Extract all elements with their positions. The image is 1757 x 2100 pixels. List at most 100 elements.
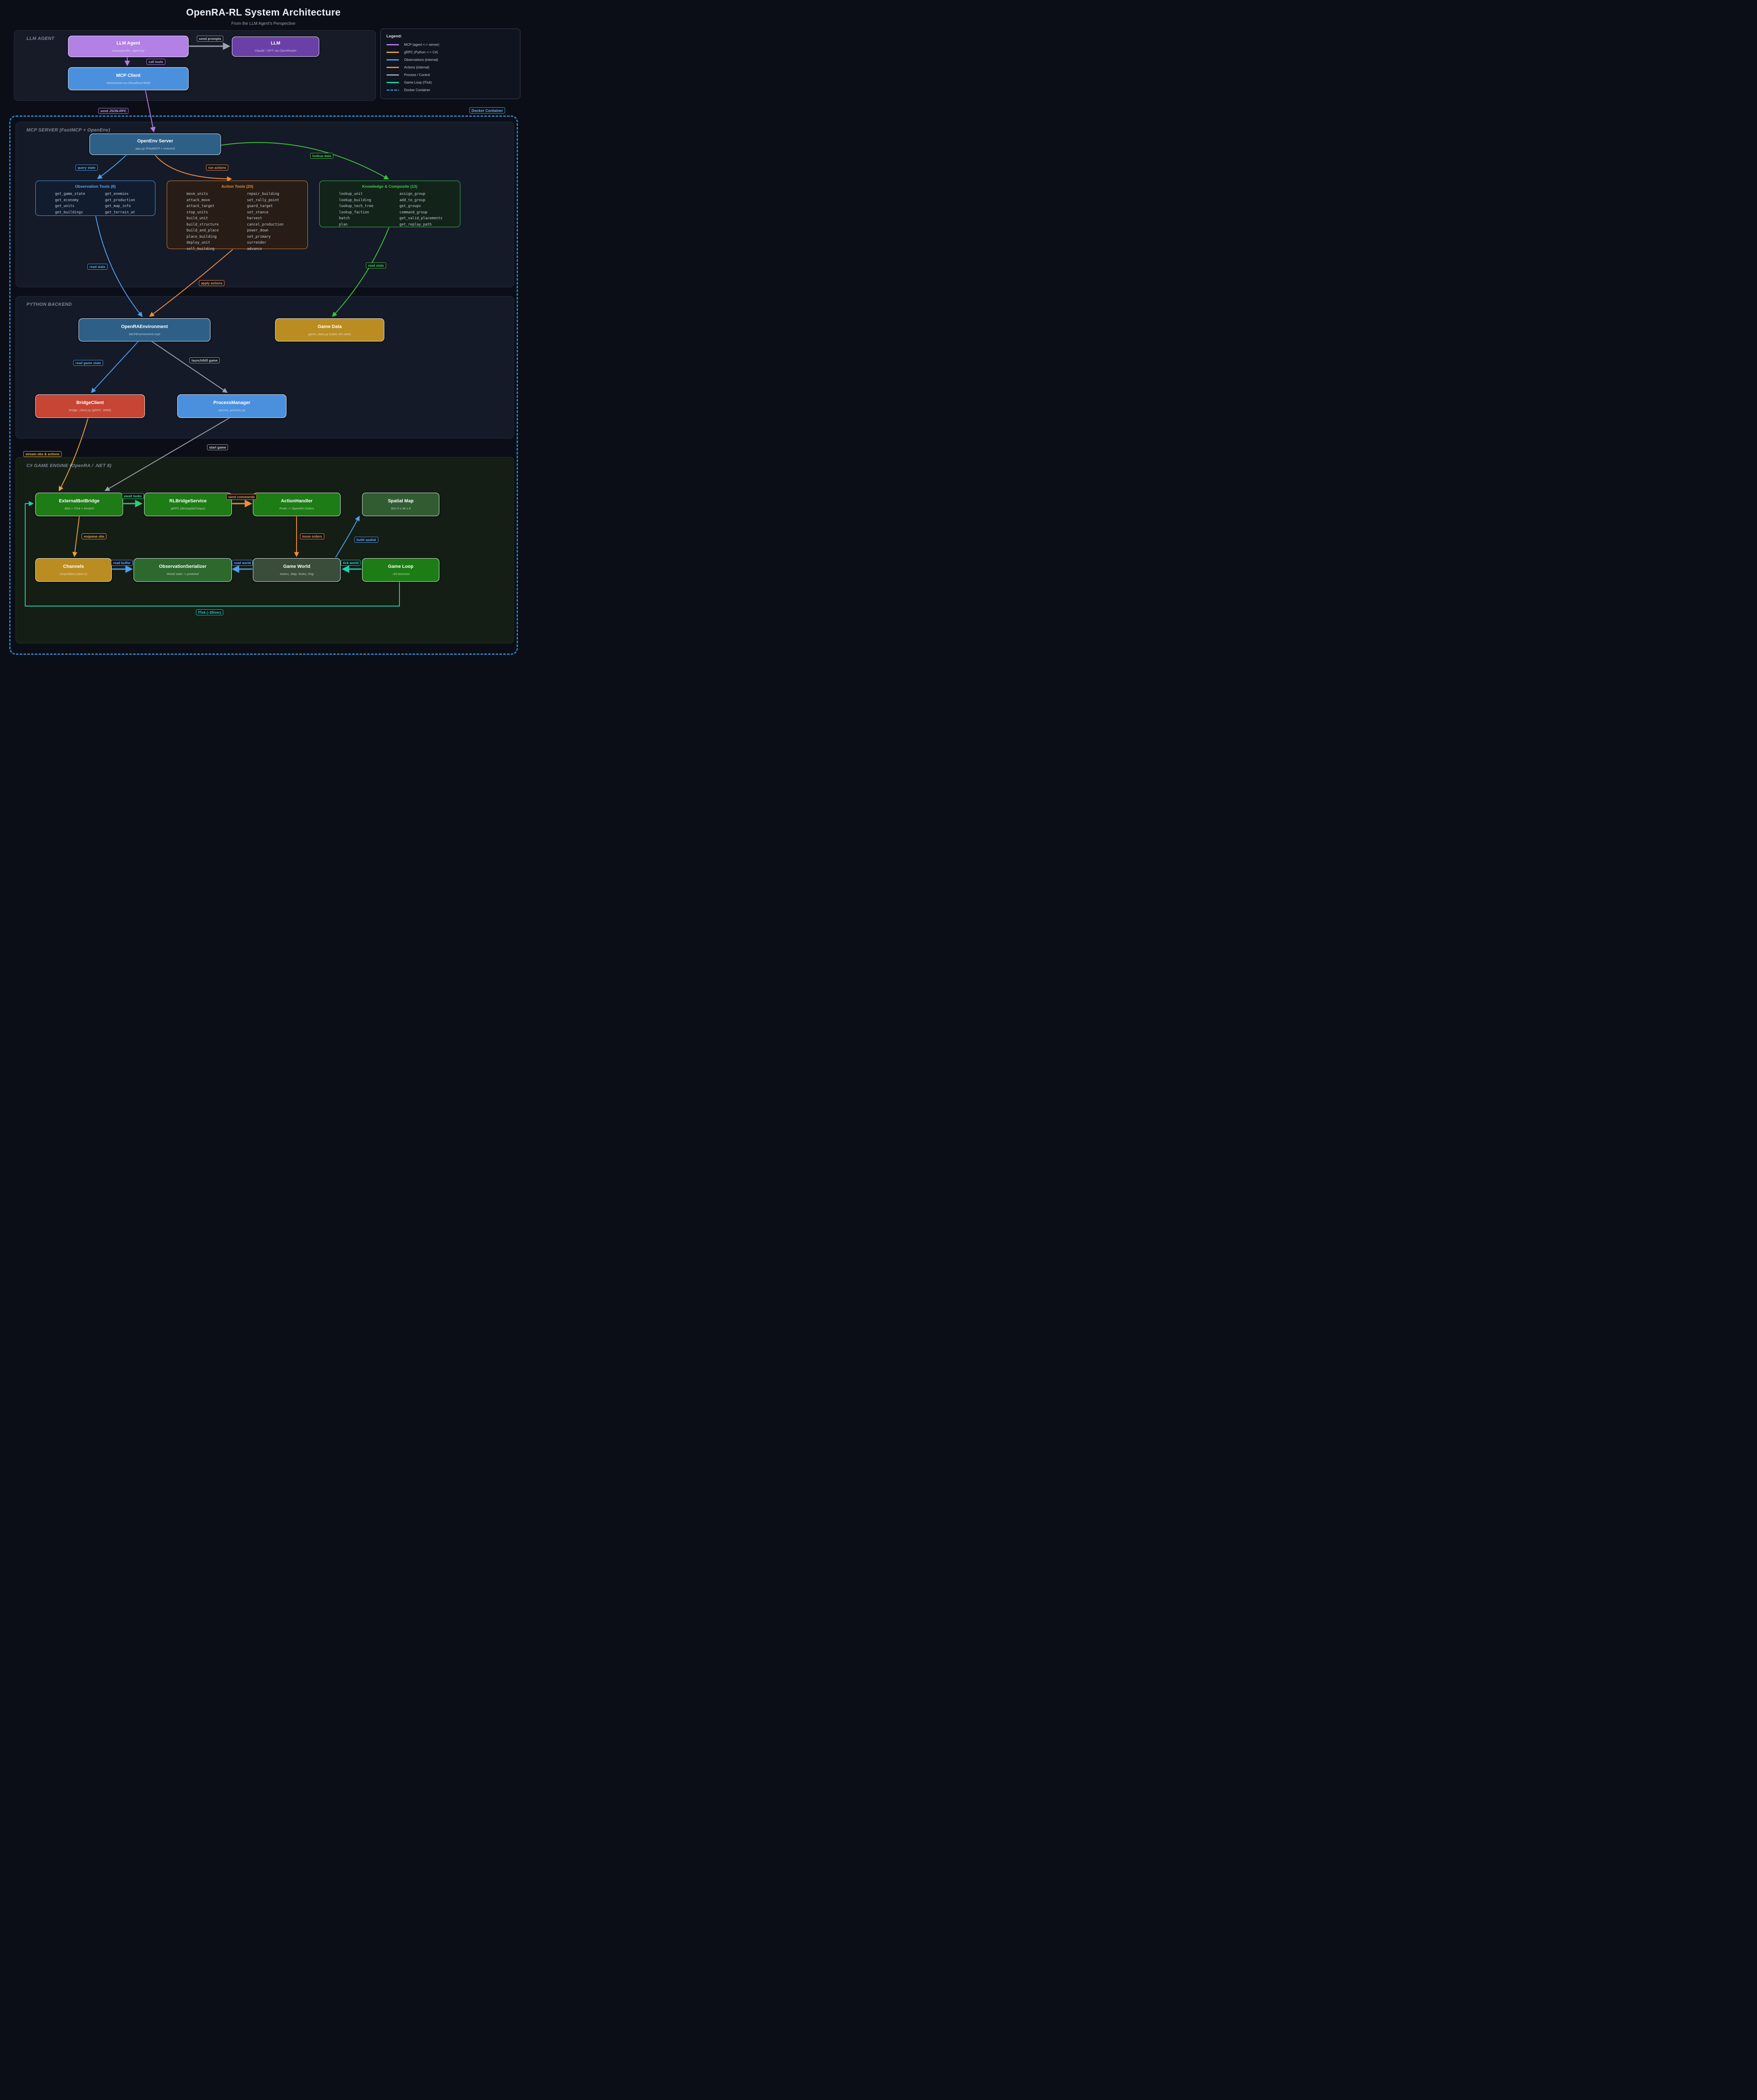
section-label-mcp-server: MCP SERVER (FastMCP + OpenEnv) — [26, 128, 110, 133]
edge-label-await-tasks: await tasks — [121, 493, 144, 499]
edge-label-query-state: query state — [75, 165, 98, 171]
tool-item: get_economy — [55, 198, 79, 202]
edge-label-build-spatial: build spatial — [354, 537, 378, 543]
node-subtitle: IBot + ITick + Kestrel — [64, 507, 94, 510]
legend-item: Process / Control — [386, 73, 520, 77]
tool-item: build_and_place — [186, 228, 219, 233]
node-subtitle: Actors, Map, Rules, Fog — [280, 572, 314, 576]
node-subtitle: app.py (FastMCP + Uvicorn) — [135, 146, 175, 150]
edge-label-apply-actions: apply actions — [199, 280, 225, 286]
legend-item-label: Observations (internal) — [404, 58, 438, 62]
toolbox-title: Observation Tools (8) — [75, 184, 116, 189]
node-observation-serializer: ObservationSerializer World state -> pro… — [134, 558, 232, 582]
edge-label-lookup-data: lookup data — [310, 153, 334, 159]
node-title: OpenRAEnvironment — [121, 324, 168, 329]
tool-item: plan — [339, 222, 348, 227]
tool-item: get_production — [105, 198, 135, 202]
legend-item-label: Docker Container — [404, 88, 431, 92]
node-spatial-map: Spatial Map 9ch H x W x 9 — [362, 493, 439, 516]
legend-swatch — [386, 81, 399, 84]
tool-column: repair_building set_rally_point guard_targ… — [247, 192, 307, 251]
node-openenv-server: OpenEnv Server app.py (FastMCP + Uvicorn… — [89, 134, 221, 155]
node-subtitle: 9ch H x W x 9 — [391, 507, 411, 510]
legend-item-label: gRPC (Python <-> C#) — [404, 50, 438, 54]
node-title: ActionHandler — [281, 499, 313, 504]
legend-item: gRPC (Python <-> C#) — [386, 50, 520, 54]
legend-swatch — [386, 89, 399, 91]
edge-label-call-tools: call tools — [146, 59, 165, 65]
node-subtitle: MCPEnvironment impl — [129, 332, 160, 336]
edge-label-start-game: start game — [207, 444, 228, 450]
tool-item: place_building — [186, 234, 217, 239]
toolbox-title: Knowledge & Composite (13) — [362, 184, 418, 189]
legend-item-label: Actions (internal) — [404, 66, 430, 69]
node-title: LLM Agent — [116, 40, 140, 46]
node-title: LLM — [271, 41, 281, 46]
tool-item: get_map_info — [105, 204, 131, 208]
page-subtitle: From the LLM Agent's Perspective — [231, 21, 296, 26]
node-llm: LLM Claude / GPT via OpenRouter — [232, 37, 319, 57]
tool-item: guard_target — [247, 204, 273, 208]
edge-label-enqueue-obs: enqueue obs — [81, 533, 107, 539]
tool-item: deploy_unit — [186, 241, 210, 245]
docker-container-label: Docker Container — [469, 107, 505, 114]
legend-swatch — [386, 59, 399, 61]
tool-item: advance — [247, 247, 262, 251]
tool-item: add_to_group — [399, 198, 425, 202]
tool-item: get_valid_placements — [399, 216, 443, 220]
node-external-bot-bridge: ExternalBotBridge IBot + ITick + Kestrel — [35, 493, 123, 516]
node-subtitle: DropOldest (obs=1) — [60, 572, 87, 576]
node-title: Game Loop — [388, 564, 414, 569]
edge-label-read-world: read world — [231, 560, 253, 566]
node-llm-agent: LLM Agent examples/llm_agent.py — [68, 36, 189, 57]
node-openra-environment: OpenRAEnvironment MCPEnvironment impl — [79, 318, 210, 341]
edge-label-send-json-rpc: send JSON-RPC — [98, 108, 129, 114]
tool-item: lookup_faction — [339, 210, 369, 215]
section-label-python-backend: PYTHON BACKEND — [26, 302, 72, 307]
edge-label-read-state: read state — [87, 264, 108, 270]
node-title: ObservationSerializer — [159, 564, 207, 569]
tool-item: get_replay_path — [399, 222, 432, 227]
edge-label-send-commands: send commands — [226, 494, 257, 500]
node-title: ExternalBotBridge — [59, 499, 100, 504]
legend-item-label: MCP (agent <-> server) — [404, 43, 439, 47]
tool-item: sell_building — [186, 247, 215, 251]
tool-item: assign_group — [399, 192, 425, 196]
tool-item: surrender — [247, 241, 267, 245]
tool-item: build_structure — [186, 222, 219, 227]
tool-item: command_group — [399, 210, 428, 215]
node-title: MCP Client — [116, 73, 141, 78]
node-title: OpenEnv Server — [137, 138, 173, 144]
node-game-world: Game World Actors, Map, Rules, Fog — [253, 558, 341, 582]
tool-item: batch — [339, 216, 350, 220]
tool-item: get_buildings — [55, 210, 83, 215]
tool-item: move_units — [186, 192, 208, 196]
node-subtitle: WebSocket ws://localhost:8000 — [106, 81, 150, 85]
node-subtitle: game_data.py (static RA stats) — [308, 332, 352, 336]
node-mcp-client: MCP Client WebSocket ws://localhost:8000 — [68, 67, 189, 90]
tool-item: set_rally_point — [247, 198, 279, 202]
node-game-data: Game Data game_data.py (static RA stats) — [275, 318, 384, 341]
edge-label-issue-orders: issue orders — [300, 533, 324, 539]
edge-label-read-game-state: read game state — [73, 360, 103, 366]
node-subtitle: Claude / GPT via OpenRouter — [254, 49, 297, 52]
docker-container-boundary — [9, 116, 518, 655]
tool-item: attack_move — [186, 198, 210, 202]
node-title: Game World — [283, 564, 310, 569]
tool-item: get_enemies — [105, 192, 129, 196]
legend-rows: MCP (agent <-> server) gRPC (Python <-> C… — [386, 43, 520, 92]
tool-item: lookup_building — [339, 198, 371, 202]
node-channels: Channels DropOldest (obs=1) — [35, 558, 112, 582]
legend-swatch — [386, 51, 399, 53]
node-subtitle: bridge_client.py (gRPC :9999) — [69, 408, 111, 412]
node-title: Spatial Map — [388, 499, 414, 504]
tool-item: repair_building — [247, 192, 279, 196]
node-subtitle: ~25 ticks/sec — [391, 572, 410, 576]
